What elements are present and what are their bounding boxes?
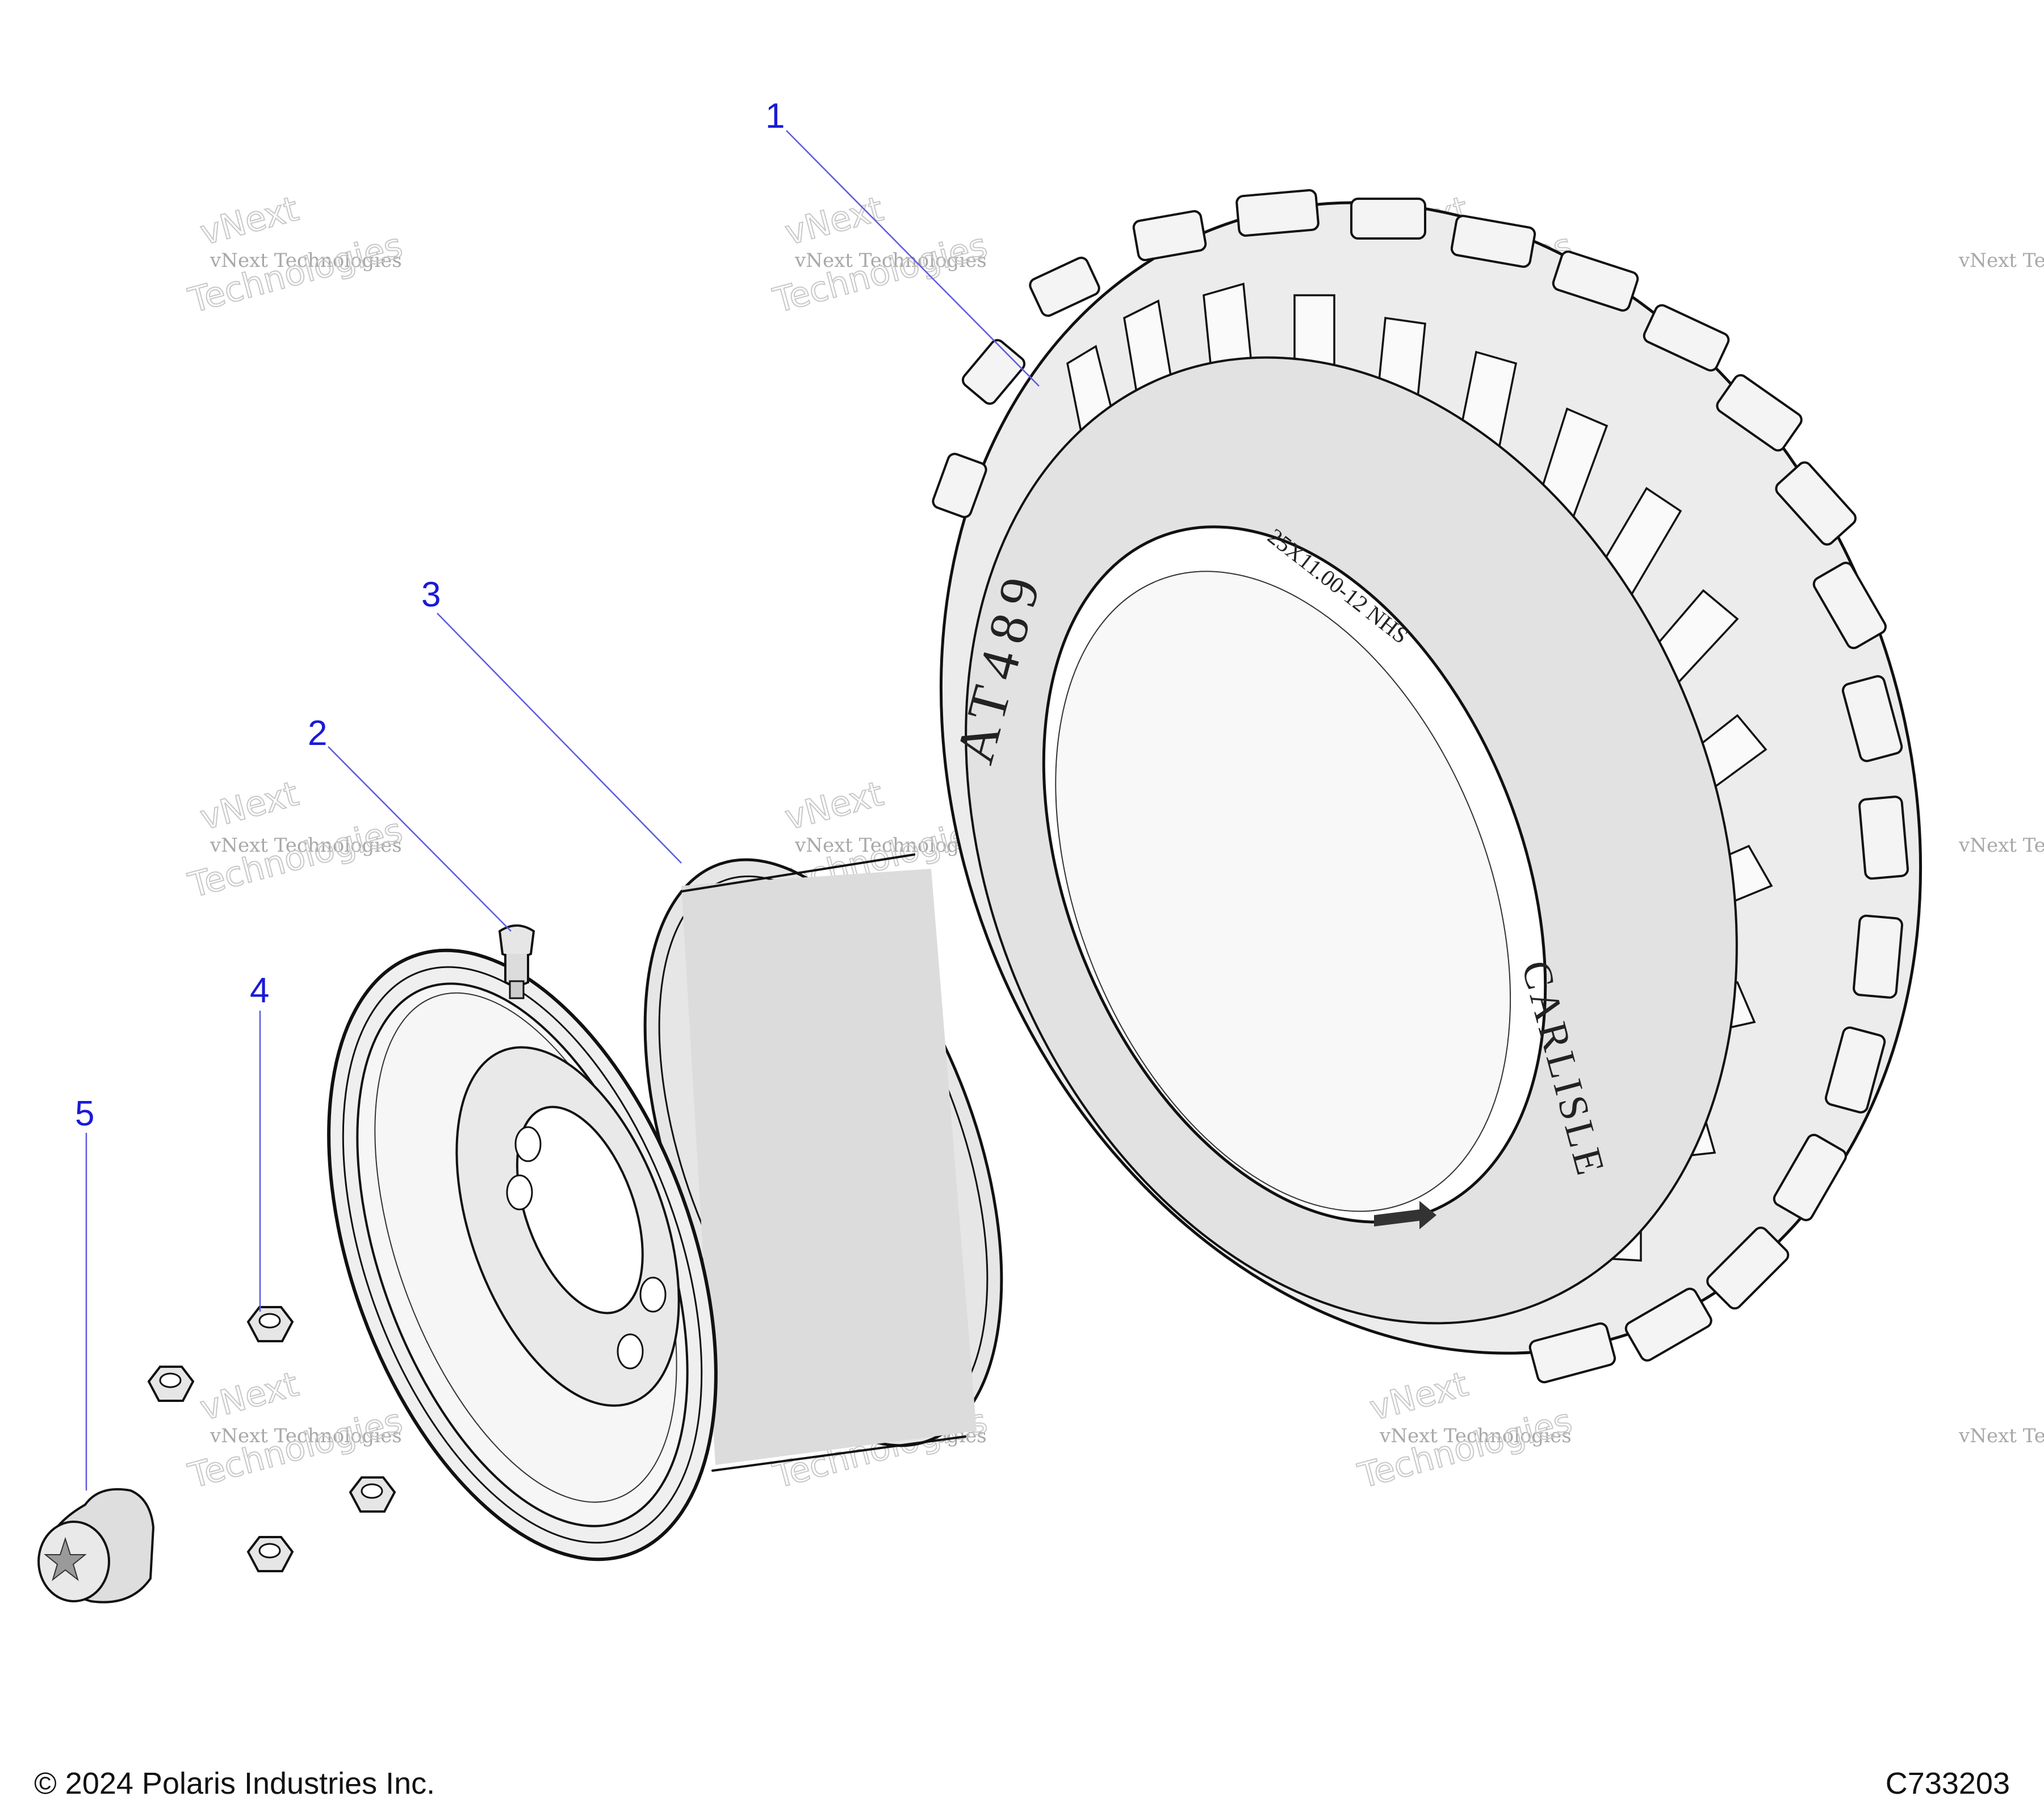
rotation-arrow-icon — [1374, 1201, 1436, 1229]
wheel-hub — [455, 1046, 680, 1407]
leader-line-3 — [437, 613, 682, 864]
polaris-star-icon — [44, 1537, 87, 1581]
watermark: vNext vNext Technologies Technologies — [1354, 1364, 1577, 1497]
callout-4: 4 — [250, 971, 269, 1010]
callout-1: 1 — [765, 97, 785, 136]
svg-text:vNext Technologies: vNext Technologies — [1958, 834, 2044, 857]
lug-nut — [147, 1366, 195, 1402]
lug-holes — [506, 1126, 667, 1370]
svg-text:vNext: vNext — [196, 1364, 302, 1429]
svg-text:vNext Technologies: vNext Technologies — [794, 249, 987, 272]
svg-text:vNext Technologies: vNext Technologies — [794, 834, 987, 857]
valve-stem — [498, 924, 535, 999]
tread-lugs — [932, 189, 1909, 1384]
callouts: 1 2 3 4 5 — [75, 97, 785, 1133]
lug-nut — [349, 1476, 396, 1513]
svg-text:vNext: vNext — [1366, 1364, 1472, 1429]
center-cap — [37, 1488, 155, 1604]
diagram-code: C733203 — [1885, 1766, 2010, 1801]
lug-nut — [246, 1306, 294, 1342]
svg-text:vNext Technologies: vNext Technologies — [210, 249, 402, 272]
svg-text:vNext: vNext — [196, 189, 302, 253]
wheel-rim — [327, 853, 1003, 1561]
callout-2: 2 — [308, 714, 327, 753]
watermark: vNext Technologies — [1958, 834, 2044, 857]
watermark: vNext Technologies — [1958, 249, 2044, 272]
leader-lines — [85, 130, 1040, 1491]
svg-text:vNext: vNext — [781, 774, 887, 838]
watermark: vNext vNext Technologies Technologies — [769, 189, 992, 321]
callout-5: 5 — [75, 1094, 94, 1133]
svg-text:vNext Technologies: vNext Technologies — [210, 834, 402, 857]
leader-line-1 — [786, 130, 1040, 387]
tire-opening — [1042, 525, 1547, 1224]
lug-nut — [246, 1536, 294, 1572]
watermark: vNext Technologies — [1958, 1425, 2044, 1447]
copyright-text: © 2024 Polaris Industries Inc. — [34, 1766, 435, 1801]
lug-nuts — [147, 1306, 396, 1572]
watermark: vNext vNext Technologies Technologies — [184, 773, 407, 906]
tire: AT489 25X11.00-12 NHS CARLISLE — [932, 189, 1922, 1384]
svg-text:vNext: vNext — [781, 189, 887, 253]
leader-line-2 — [328, 746, 512, 932]
callout-3: 3 — [421, 575, 441, 614]
svg-text:vNext: vNext — [196, 774, 302, 838]
svg-text:vNext Technologies: vNext Technologies — [1958, 1425, 2044, 1447]
watermark: vNext vNext Technologies Technologies — [184, 189, 407, 321]
svg-text:vNext Technologies: vNext Technologies — [1958, 249, 2044, 272]
svg-text:vNext Technologies: vNext Technologies — [1379, 1425, 1572, 1447]
svg-text:vNext Technologies: vNext Technologies — [210, 1425, 402, 1447]
